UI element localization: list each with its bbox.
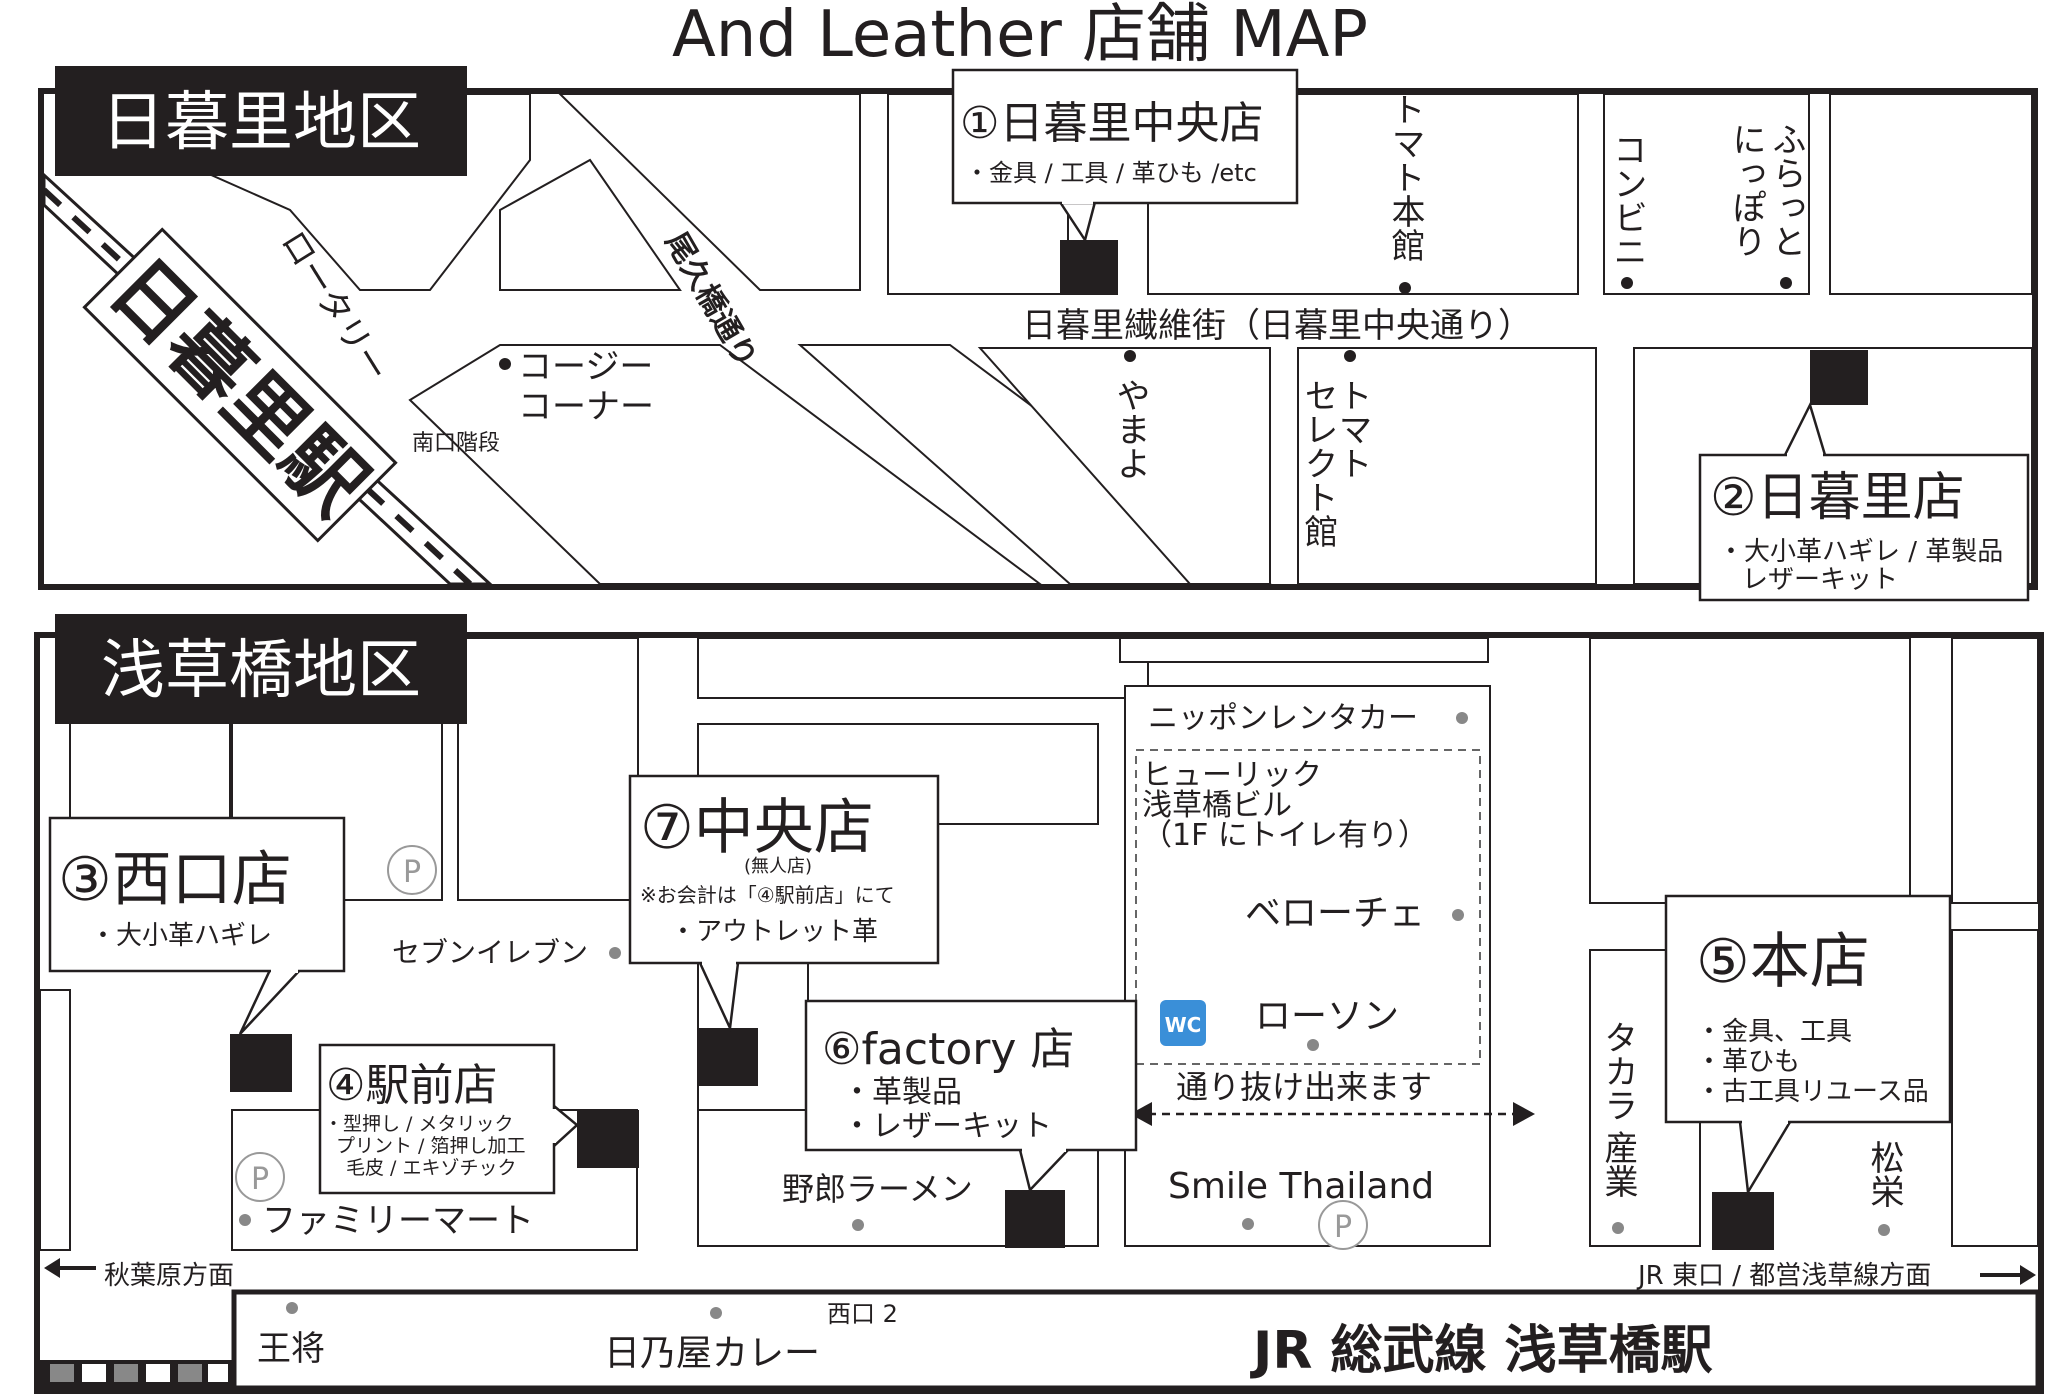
shop1-bubble[interactable]	[951, 68, 1299, 205]
smile-thailand-label: Smile Thailand	[1168, 1166, 1434, 1207]
asakusabashi-district-label	[55, 614, 467, 724]
nippori-area: 日暮里地区 日暮里駅 南口階段 ロータリー 尾久橋通り コージー コーナー 日暮…	[38, 66, 2038, 602]
pass-through-label: 通り抜け出来ます	[1176, 1068, 1432, 1106]
parking-text: P	[251, 1162, 269, 1197]
parking-icon: P	[235, 1152, 285, 1202]
wc-text: WC	[1165, 1013, 1202, 1037]
shop5-marker[interactable]: ⑤本店 ・金具、工具 ・革ひも ・古工具リユース品	[1664, 894, 1952, 1250]
shop6-title: ⑥factory 店	[822, 1024, 1074, 1075]
shop7-title: ⑦中央店	[640, 793, 874, 863]
map-title: And Leather 店舗 MAP	[672, 0, 1368, 72]
shop5-bubble[interactable]	[1664, 894, 1952, 1124]
yaro-ramen-label: 野郎ラーメン	[782, 1170, 973, 1208]
asakusabashi-railway	[40, 1360, 234, 1388]
shop6-marker[interactable]: ⑥factory 店 ・革製品 ・レザーキット	[804, 999, 1138, 1248]
shop5-desc-2: ・革ひも	[1696, 1047, 1800, 1077]
konbini-label: コンビニ	[1607, 132, 1647, 268]
asakusabashi-station-label: JR 総武線 浅草橋駅	[1250, 1321, 1713, 1381]
shop7-bubble[interactable]	[628, 774, 940, 965]
shop3-marker[interactable]: ③西口店 ・大小革ハギレ	[48, 816, 346, 1092]
pass-through-arrow	[1130, 1102, 1535, 1126]
shop7-note: ※お会計は「④駅前店」にて	[640, 883, 895, 907]
hulic-building-outline	[1135, 749, 1481, 1065]
shop2-marker[interactable]: ②日暮里店 ・大小革ハギレ / 革製品 レザーキット	[1698, 350, 2030, 602]
shop7-marker[interactable]: ⑦中央店 (無人店) ※お会計は「④駅前店」にて ・アウトレット革	[628, 774, 940, 1086]
lawson-label: ローソン	[1255, 996, 1399, 1037]
shoei-label: 松栄	[1864, 1140, 1904, 1208]
shop2-title: ②日暮里店	[1710, 468, 1965, 528]
nippori-district-label	[55, 66, 467, 176]
asakusabashi-area: 浅草橋地区 ニッポンレンタカー ヒューリック 浅草橋ビル （1F にトイレ有り）…	[34, 614, 2044, 1394]
jr-east-direction: JR 東口 / 都営浅草線方面	[1636, 1261, 2036, 1291]
parking-icon: P	[387, 845, 437, 895]
svg-text:JR 東口 / 都営浅草線方面: JR 東口 / 都営浅草線方面	[1636, 1261, 1931, 1291]
shop4-title: ④駅前店	[326, 1060, 497, 1111]
cozy-corner-label-2: コーナー	[518, 387, 654, 427]
shop2-desc-2: レザーキット	[1742, 565, 1898, 595]
shop4-desc-3: 毛皮 / エキゾチック	[346, 1157, 516, 1179]
nippon-rentacar-label: ニッポンレンタカー	[1148, 701, 1418, 736]
shop4-marker[interactable]: ④駅前店 ・型押し / メタリック プリント / 箔押し加工 毛皮 / エキゾチ…	[318, 1043, 639, 1195]
svg-text:秋葉原方面: 秋葉原方面	[104, 1261, 234, 1291]
asakusabashi-district-text: 浅草橋地区	[101, 634, 421, 708]
shop4-bubble[interactable]	[318, 1043, 556, 1195]
shop2-bubble[interactable]	[1698, 453, 2030, 602]
takara-label: タカラ	[1598, 1020, 1638, 1122]
furatto-label: ふらっと	[1766, 122, 1806, 258]
yamayo-label: やまよ	[1110, 378, 1150, 480]
shop6-bubble[interactable]	[804, 999, 1138, 1152]
gyoza-label: 王将	[257, 1329, 325, 1369]
hinoya-curry-label: 日乃屋カレー	[604, 1333, 820, 1374]
familymart-label: ファミリーマート	[262, 1201, 534, 1241]
shop4-desc-2: プリント / 箔押し加工	[336, 1135, 525, 1157]
shop5-title: ⑤本店	[1696, 927, 1870, 997]
shop1-title: ①日暮里中央店	[960, 98, 1263, 149]
parking-text: P	[403, 855, 421, 890]
shop4-desc: ・型押し / メタリック	[324, 1113, 513, 1135]
wc-icon: WC	[1160, 1000, 1206, 1046]
seven-eleven-label: セブンイレブン	[392, 936, 588, 969]
cozy-corner-label: コージー	[518, 347, 653, 387]
tomato-honkan-label: トマト本館	[1385, 92, 1425, 262]
shop7-subtitle: (無人店)	[744, 856, 812, 877]
belloche-label: ベローチェ	[1245, 893, 1425, 934]
shop5-desc-3: ・古工具リユース品	[1696, 1077, 1929, 1107]
akihabara-direction: 秋葉原方面	[44, 1258, 234, 1291]
shop6-desc: ・革製品	[842, 1075, 962, 1110]
nippori-district-text: 日暮里地区	[101, 86, 421, 160]
shop6-desc-2: ・レザーキット	[842, 1109, 1052, 1144]
furatto-label-2: にっぽり	[1726, 122, 1766, 258]
asakusabashi-station-building	[231, 1289, 2041, 1391]
hulic-label-3: （1F にトイレ有り）	[1142, 818, 1428, 853]
south-stairs-label: 南口階段	[412, 431, 500, 456]
tomato-select-label: トマト	[1332, 378, 1372, 480]
shop1-marker[interactable]: ①日暮里中央店 ・金具 / 工具 / 革ひも /etc	[951, 68, 1299, 295]
shop3-bubble[interactable]	[48, 816, 346, 973]
shop5-desc: ・金具、工具	[1696, 1017, 1852, 1047]
shop2-desc: ・大小革ハギレ / 革製品	[1718, 537, 2003, 567]
takara-label-2: 産業	[1598, 1130, 1638, 1198]
shop3-title: ③西口店	[58, 845, 292, 915]
tomato-select-label-2: セレクト館	[1298, 378, 1338, 548]
shop7-desc: ・アウトレット革	[670, 917, 878, 947]
shop1-desc: ・金具 / 工具 / 革ひも /etc	[965, 159, 1257, 187]
nishiguchi2-label: 西口 2	[827, 1300, 898, 1328]
hulic-label: ヒューリック	[1142, 758, 1322, 793]
hulic-label-2: 浅草橋ビル	[1142, 788, 1292, 823]
textile-street-label: 日暮里繊維街（日暮里中央通り）	[1022, 306, 1532, 346]
parking-icon: P	[1318, 1200, 1368, 1250]
parking-text: P	[1334, 1210, 1352, 1245]
shop3-desc: ・大小革ハギレ	[90, 921, 272, 951]
